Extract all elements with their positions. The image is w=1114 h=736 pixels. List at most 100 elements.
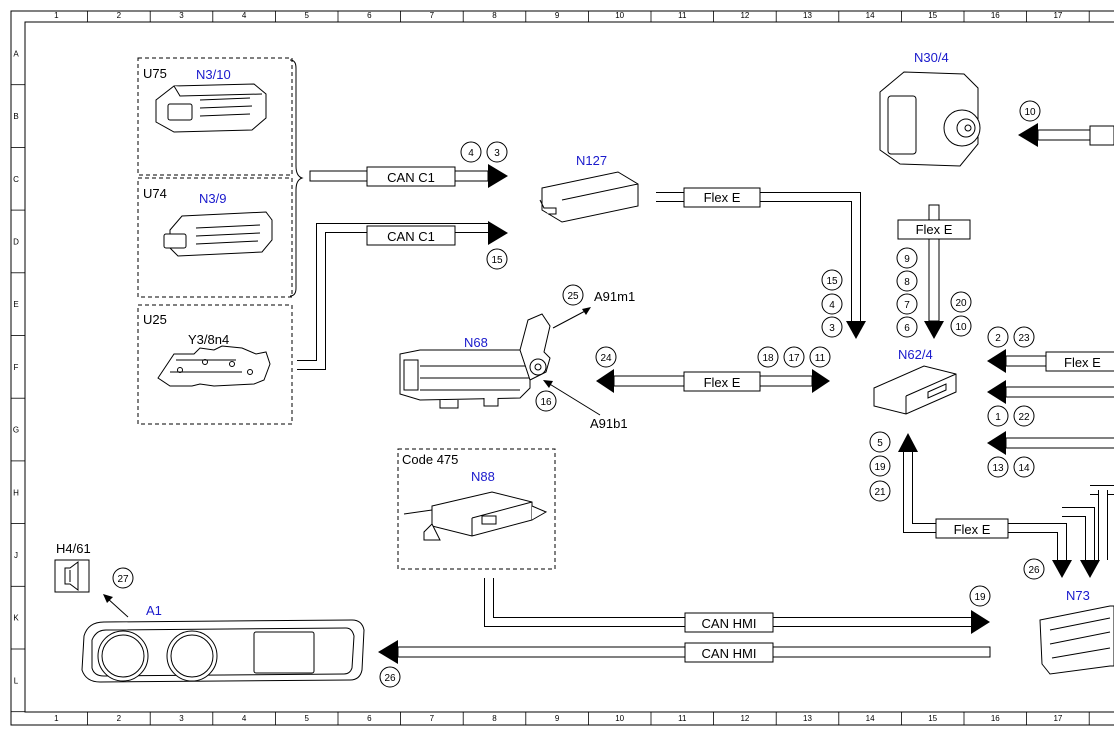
grid-col-top-5: 5 (304, 11, 309, 20)
grid-col-top-14: 14 (866, 11, 875, 20)
component-label-n62-4: N62/4 (898, 347, 933, 362)
grid-col-bottom-15: 15 (928, 714, 937, 723)
grid-col-bottom-11: 11 (678, 714, 687, 723)
bus-label-flex-e-right: Flex E (1064, 355, 1101, 370)
svg-text:2: 2 (995, 333, 1001, 344)
svg-text:3: 3 (829, 323, 835, 334)
callout-3a: 3 (486, 141, 508, 163)
callout-23: 23 (1013, 326, 1035, 348)
callout-26b: 26 (379, 666, 401, 688)
grid-col-bottom-6: 6 (367, 714, 372, 723)
svg-text:6: 6 (904, 323, 910, 334)
callout-19a: 19 (869, 455, 891, 477)
group-box-u74 (137, 177, 293, 298)
callout-15a: 15 (486, 248, 508, 270)
svg-text:23: 23 (1018, 333, 1030, 344)
bus-label-can-hmi-bottom: CAN HMI (702, 646, 757, 661)
grid-col-top-13: 13 (803, 11, 812, 20)
component-label-n3-9: N3/9 (199, 191, 226, 206)
speaker-icon (64, 561, 79, 591)
grid-col-top-8: 8 (492, 11, 497, 20)
group-label-u74: U74 (143, 186, 167, 201)
bus-label-can-c1-bottom: CAN C1 (387, 229, 435, 244)
component-label-n3-10: N3/10 (196, 67, 231, 82)
bus-can-c1-bottom: CAN C1 (297, 221, 508, 370)
svg-text:14: 14 (1018, 463, 1030, 474)
grid-col-top-3: 3 (179, 11, 184, 20)
svg-text:9: 9 (904, 254, 910, 265)
svg-text:10: 10 (1024, 107, 1036, 118)
grid-row-J: J (14, 551, 18, 560)
grid-col-bottom-8: 8 (492, 714, 497, 723)
grid-col-top-4: 4 (242, 11, 247, 20)
callout-21: 21 (869, 480, 891, 502)
grid-col-bottom-17: 17 (1053, 714, 1062, 723)
callout-4b: 4 (821, 293, 843, 315)
bus-flex-e-right: Flex E (987, 349, 1114, 373)
grid-col-top-15: 15 (928, 11, 937, 20)
bus-arrow-n30-right (1018, 123, 1114, 147)
leader-a1-arrow (103, 594, 113, 603)
component-label-y3-8n4: Y3/8n4 (188, 332, 229, 347)
svg-text:4: 4 (829, 300, 835, 311)
svg-text:19: 19 (974, 592, 986, 603)
inner-frame (24, 21, 1114, 713)
ecu-n3-9-drawing (163, 211, 273, 257)
bus-flex-e-n68: Flex E (596, 369, 830, 393)
grid-row-D: D (13, 237, 19, 246)
grid-col-bottom-10: 10 (615, 714, 624, 723)
bus-can-c1-top: CAN C1 (309, 164, 508, 188)
grid-row-E: E (13, 300, 18, 309)
svg-text:20: 20 (955, 298, 967, 309)
outer-frame (10, 10, 1114, 726)
grid-row-G: G (13, 426, 19, 435)
svg-text:10: 10 (955, 322, 967, 333)
component-label-n68: N68 (464, 335, 488, 350)
grid-col-top-16: 16 (991, 11, 1000, 20)
bus-flex-e-n127: Flex E (656, 187, 866, 339)
grid-col-top-17: 17 (1053, 11, 1062, 20)
svg-text:21: 21 (874, 487, 886, 498)
grid-col-bottom-1: 1 (54, 714, 59, 723)
callout-layer: 4 3 15 10 15 4 3 9 8 7 6 20 10 25 16 24 … (112, 100, 1045, 688)
grid-col-bottom-13: 13 (803, 714, 812, 723)
svg-text:15: 15 (491, 255, 503, 266)
callout-24: 24 (595, 346, 617, 368)
callout-1: 1 (987, 405, 1009, 427)
module-n62-4-drawing (873, 365, 957, 415)
callout-6: 6 (896, 316, 918, 338)
grid-row-L: L (14, 676, 19, 685)
grid-col-top-11: 11 (678, 11, 687, 20)
svg-text:16: 16 (540, 397, 552, 408)
svg-text:22: 22 (1018, 412, 1030, 423)
callout-27: 27 (112, 567, 134, 589)
svg-text:11: 11 (815, 353, 826, 364)
module-n127-drawing (539, 171, 639, 223)
bus-label-flex-e-n68: Flex E (704, 375, 741, 390)
component-label-a91b1: A91b1 (590, 416, 628, 431)
callout-17: 17 (783, 346, 805, 368)
grid-col-top-2: 2 (117, 11, 122, 20)
leader-a91m1-arrow (582, 307, 591, 315)
component-label-n88: N88 (471, 469, 495, 484)
grid-col-top-1: 1 (54, 11, 59, 20)
steering-gear-n68-drawing (399, 313, 551, 409)
module-n88-drawing (403, 491, 548, 541)
grid-col-top-7: 7 (430, 11, 435, 20)
callout-10a: 10 (1019, 100, 1041, 122)
bus-label-flex-e-n30: Flex E (916, 222, 953, 237)
callout-15b: 15 (821, 269, 843, 291)
leader-a1 (106, 597, 129, 618)
module-n73-drawing (1039, 605, 1114, 675)
component-label-a1: A1 (146, 603, 162, 618)
callout-19b: 19 (969, 585, 991, 607)
callout-10b: 10 (950, 315, 972, 337)
svg-text:8: 8 (904, 277, 910, 288)
grid-col-bottom-7: 7 (430, 714, 435, 723)
leader-a91m1 (552, 309, 588, 329)
speaker-box (54, 559, 90, 593)
group-box-u75 (137, 57, 293, 176)
grid-row-A: A (13, 49, 19, 58)
callout-4a: 4 (460, 141, 482, 163)
grid-row-K: K (13, 614, 19, 623)
